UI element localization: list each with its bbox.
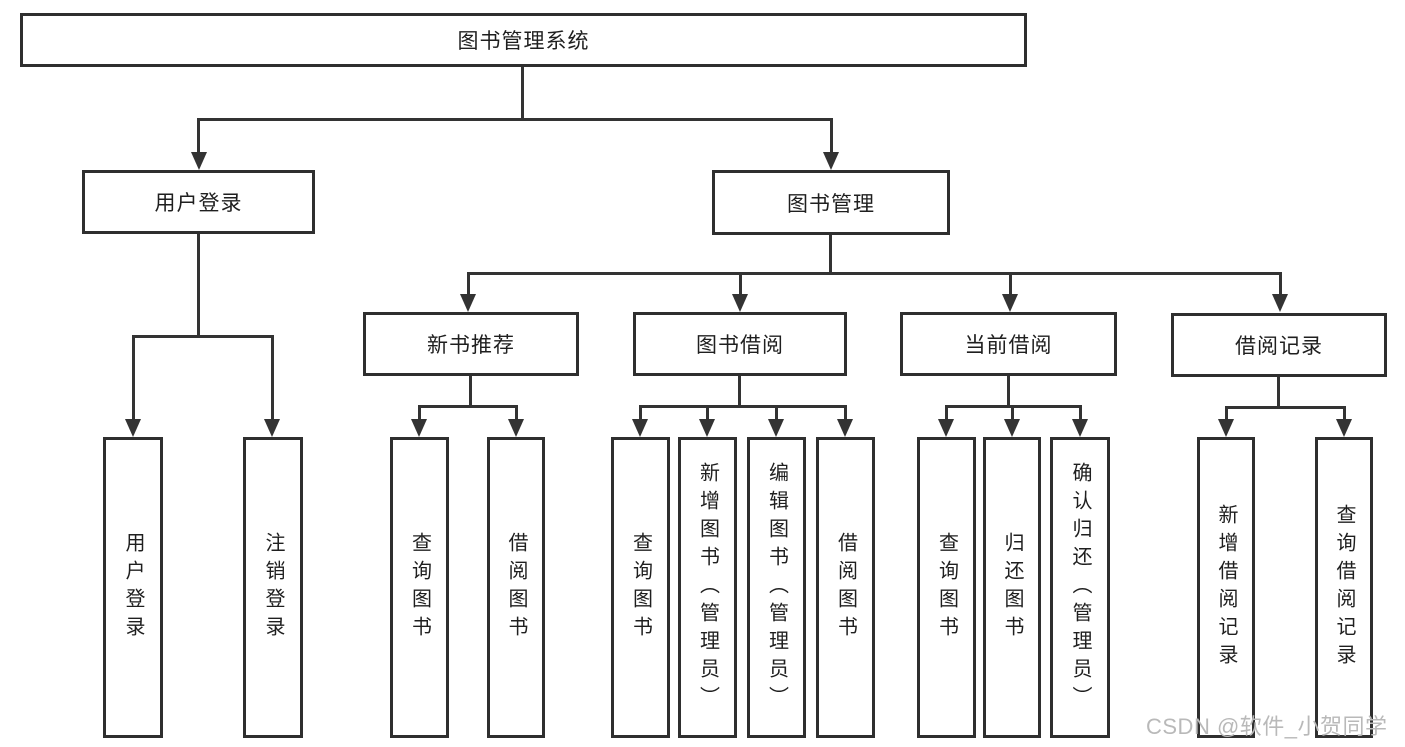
connector-stem-book-mgmt: [830, 118, 833, 156]
connector-new-rec-drop: [469, 376, 472, 408]
arrowhead-newrec-query: [411, 419, 427, 437]
leaf-bb-add-books-admin-label: 新增图书（管理员）: [696, 461, 719, 714]
leaf-newrec-query-books-label: 查询图书: [408, 531, 431, 644]
arrowhead-records: [1272, 294, 1288, 312]
connector-stem-borrowing: [739, 272, 742, 298]
node-current-borrowing: 当前借阅: [900, 312, 1117, 376]
arrowhead-rec-query: [1336, 419, 1352, 437]
connector-stem-bb-edit: [775, 405, 778, 423]
connector-stem-newrec-query: [418, 405, 421, 423]
leaf-bb-query-books-label: 查询图书: [629, 531, 652, 644]
node-new-book-recommend-label: 新书推荐: [427, 334, 515, 357]
leaf-cb-return-books-label: 归还图书: [1001, 531, 1023, 644]
arrowhead-bb-add: [699, 419, 715, 437]
leaf-newrec-borrow-books-label: 借阅图书: [505, 531, 527, 644]
connector-stem-logout-leaf: [271, 335, 274, 421]
leaf-cb-confirm-return-admin: 确认归还（管理员）: [1050, 437, 1110, 738]
arrowhead-cb-return: [1004, 419, 1020, 437]
leaf-newrec-query-books: 查询图书: [390, 437, 449, 738]
leaf-rec-query-record: 查询借阅记录: [1315, 437, 1373, 738]
connector-root-drop: [521, 67, 524, 118]
connector-stem-rec-query: [1343, 406, 1346, 423]
leaf-user-login: 用户登录: [103, 437, 163, 738]
arrowhead-borrowing: [732, 294, 748, 312]
leaf-rec-query-record-label: 查询借阅记录: [1333, 503, 1355, 672]
arrowhead-book-mgmt: [823, 152, 839, 170]
arrowhead-cb-query: [938, 419, 954, 437]
leaf-cb-return-books: 归还图书: [983, 437, 1041, 738]
arrowhead-logout-leaf: [264, 419, 280, 437]
connector-stem-bb-borrow: [844, 405, 847, 423]
connector-stem-bb-query: [639, 405, 642, 423]
connector-borrowing-drop: [738, 376, 741, 408]
node-current-borrowing-label: 当前借阅: [964, 334, 1053, 357]
connector-stem-records: [1279, 272, 1282, 298]
leaf-bb-query-books: 查询图书: [611, 437, 670, 738]
arrowhead-login-leaf: [125, 419, 141, 437]
connector-current-drop: [1007, 376, 1010, 408]
node-user-login-label: 用户登录: [154, 192, 243, 215]
leaf-cb-query-books-label: 查询图书: [935, 531, 958, 644]
node-borrowing-records-label: 借阅记录: [1235, 335, 1323, 358]
arrowhead-new-rec: [460, 294, 476, 312]
node-book-management: 图书管理: [712, 170, 950, 235]
connector-stem-bb-add: [706, 405, 709, 423]
connector-stem-cb-confirm: [1079, 405, 1082, 423]
connector-stem-cb-return: [1011, 405, 1014, 423]
node-root-label: 图书管理系统: [457, 30, 590, 53]
connector-user-login-drop: [197, 234, 200, 338]
connector-stem-rec-add: [1225, 406, 1228, 423]
arrowhead-current: [1002, 294, 1018, 312]
leaf-user-login-label: 用户登录: [122, 531, 144, 644]
csdn-watermark: CSDN @软件_小贺同学: [1146, 714, 1388, 739]
connector-book-mgmt-drop: [829, 235, 832, 275]
leaf-newrec-borrow-books: 借阅图书: [487, 437, 545, 738]
leaf-cb-confirm-return-admin-label: 确认归还（管理员）: [1069, 461, 1091, 714]
connector-stem-newrec-borrow: [515, 405, 518, 423]
node-borrowing-records: 借阅记录: [1171, 313, 1387, 377]
connector-new-rec-rail: [418, 405, 518, 408]
arrowhead-bb-query: [632, 419, 648, 437]
arrowhead-rec-add: [1218, 419, 1234, 437]
connector-user-login-rail: [132, 335, 274, 338]
connector-borrowing-rail: [639, 405, 847, 408]
leaf-bb-add-books-admin: 新增图书（管理员）: [678, 437, 737, 738]
connector-stem-user-login: [197, 118, 200, 156]
connector-stem-current: [1009, 272, 1012, 298]
node-book-borrowing: 图书借阅: [633, 312, 847, 376]
leaf-bb-edit-books-admin-label: 编辑图书（管理员）: [765, 461, 788, 714]
leaf-bb-borrow-books-label: 借阅图书: [834, 531, 857, 644]
connector-stem-cb-query: [945, 405, 948, 423]
arrowhead-bb-borrow: [837, 419, 853, 437]
arrowhead-user-login: [191, 152, 207, 170]
node-book-borrowing-label: 图书借阅: [696, 334, 784, 357]
connector-records-rail: [1225, 406, 1345, 409]
arrowhead-cb-confirm: [1072, 419, 1088, 437]
leaf-cb-query-books: 查询图书: [917, 437, 976, 738]
node-user-login: 用户登录: [82, 170, 315, 234]
node-new-book-recommend: 新书推荐: [363, 312, 579, 376]
leaf-logout: 注销登录: [243, 437, 303, 738]
leaf-bb-edit-books-admin: 编辑图书（管理员）: [747, 437, 806, 738]
connector-level2-rail: [467, 272, 1282, 275]
leaf-rec-add-record-label: 新增借阅记录: [1215, 503, 1237, 672]
node-root: 图书管理系统: [20, 13, 1027, 67]
connector-stem-new-rec: [467, 272, 470, 298]
connector-records-drop: [1277, 377, 1280, 408]
connector-stem-login-leaf: [132, 335, 135, 421]
leaf-bb-borrow-books: 借阅图书: [816, 437, 875, 738]
node-book-management-label: 图书管理: [787, 192, 875, 216]
leaf-rec-add-record: 新增借阅记录: [1197, 437, 1255, 738]
arrowhead-newrec-borrow: [508, 419, 524, 437]
arrowhead-bb-edit: [768, 419, 784, 437]
connector-level1-rail: [198, 118, 832, 121]
leaf-logout-label: 注销登录: [262, 531, 284, 644]
